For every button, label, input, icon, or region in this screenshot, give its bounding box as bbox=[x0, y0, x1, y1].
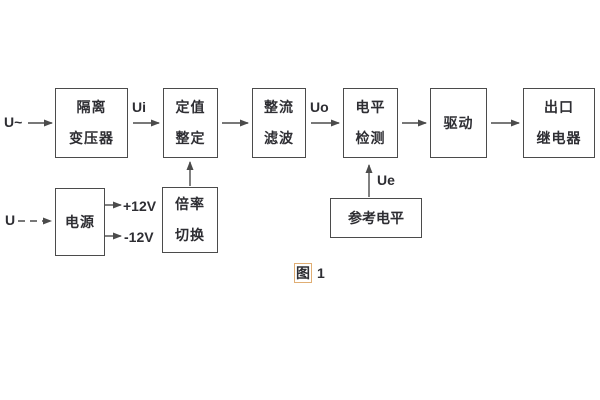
signal-ui-label: Ui bbox=[132, 99, 146, 115]
block-drive: 驱动 bbox=[430, 88, 487, 158]
power-pos12v-label: +12V bbox=[123, 198, 157, 214]
block-label: 定值 bbox=[175, 99, 206, 115]
block-label: 变压器 bbox=[69, 130, 114, 146]
block-ratio-switch: 倍率 切换 bbox=[162, 187, 218, 253]
block-output-relay: 出口 继电器 bbox=[523, 88, 595, 158]
block-label: 继电器 bbox=[536, 130, 582, 146]
block-label: 检测 bbox=[355, 130, 386, 146]
block-setting-adjust: 定值 整定 bbox=[163, 88, 218, 158]
block-label: 整流 bbox=[264, 99, 294, 115]
block-isolation-transformer: 隔离 变压器 bbox=[55, 88, 128, 158]
dc-input-label: U bbox=[5, 212, 16, 228]
block-label: 参考电平 bbox=[348, 209, 404, 226]
block-level-detect: 电平 检测 bbox=[343, 88, 398, 158]
figure-caption-char: 图 bbox=[294, 263, 312, 283]
block-reference-level: 参考电平 bbox=[330, 198, 422, 238]
block-rectify-filter: 整流 滤波 bbox=[252, 88, 306, 158]
block-label: 出口 bbox=[544, 99, 574, 115]
figure-caption: 图 1 bbox=[294, 263, 325, 283]
block-power-supply: 电源 bbox=[55, 188, 105, 256]
block-label: 整定 bbox=[175, 130, 206, 146]
block-label: 滤波 bbox=[264, 130, 294, 146]
signal-uo-label: Uo bbox=[310, 99, 329, 115]
power-neg12v-label: -12V bbox=[124, 229, 154, 245]
block-label: 隔离 bbox=[76, 99, 107, 115]
block-label: 电平 bbox=[355, 99, 386, 115]
signal-ue-label: Ue bbox=[377, 172, 395, 188]
block-label: 电源 bbox=[65, 213, 95, 230]
figure-caption-number: 1 bbox=[317, 265, 325, 281]
block-label: 驱动 bbox=[443, 114, 474, 131]
block-label: 倍率 bbox=[175, 196, 205, 212]
block-label: 切换 bbox=[175, 227, 205, 243]
ac-input-label: U~ bbox=[4, 114, 23, 130]
